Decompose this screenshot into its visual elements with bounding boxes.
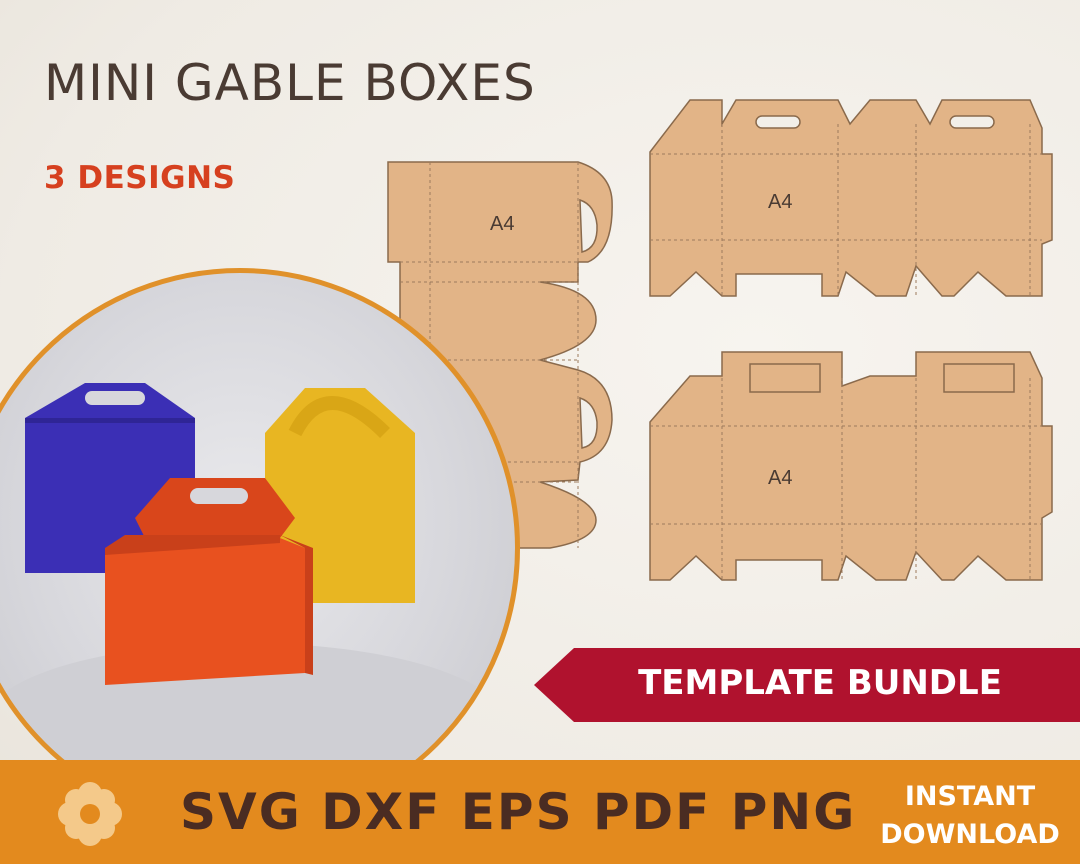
instant-download: INSTANT DOWNLOAD bbox=[880, 778, 1060, 854]
template-handle-slot-1 bbox=[755, 115, 801, 129]
template-handle-3b bbox=[943, 363, 1015, 393]
a4-label-3: A4 bbox=[768, 467, 792, 489]
template-handle-cutout-2 bbox=[579, 396, 598, 449]
template-handle-cutout-1 bbox=[579, 198, 598, 253]
page-title: MINI GABLE BOXES bbox=[44, 54, 536, 112]
instant-line-2: DOWNLOAD bbox=[880, 819, 1060, 850]
a4-label-2: A4 bbox=[768, 191, 792, 213]
ribbon-label: TEMPLATE BUNDLE bbox=[638, 663, 1002, 703]
designs-count: 3 DESIGNS bbox=[44, 160, 236, 196]
a4-label-1: A4 bbox=[490, 213, 514, 235]
flower-icon bbox=[58, 782, 122, 846]
template-bundle-ribbon bbox=[534, 648, 1080, 722]
boxes-photo bbox=[0, 268, 520, 828]
template-handle-3a bbox=[749, 363, 821, 393]
file-formats: SVG DXF EPS PDF PNG bbox=[180, 783, 857, 841]
template-design-3 bbox=[649, 351, 1053, 581]
template-handle-slot-2 bbox=[949, 115, 995, 129]
instant-line-1: INSTANT bbox=[904, 781, 1036, 812]
template-design-2 bbox=[649, 99, 1053, 297]
footer-bar bbox=[0, 760, 1080, 864]
orange-box-image bbox=[105, 478, 313, 685]
